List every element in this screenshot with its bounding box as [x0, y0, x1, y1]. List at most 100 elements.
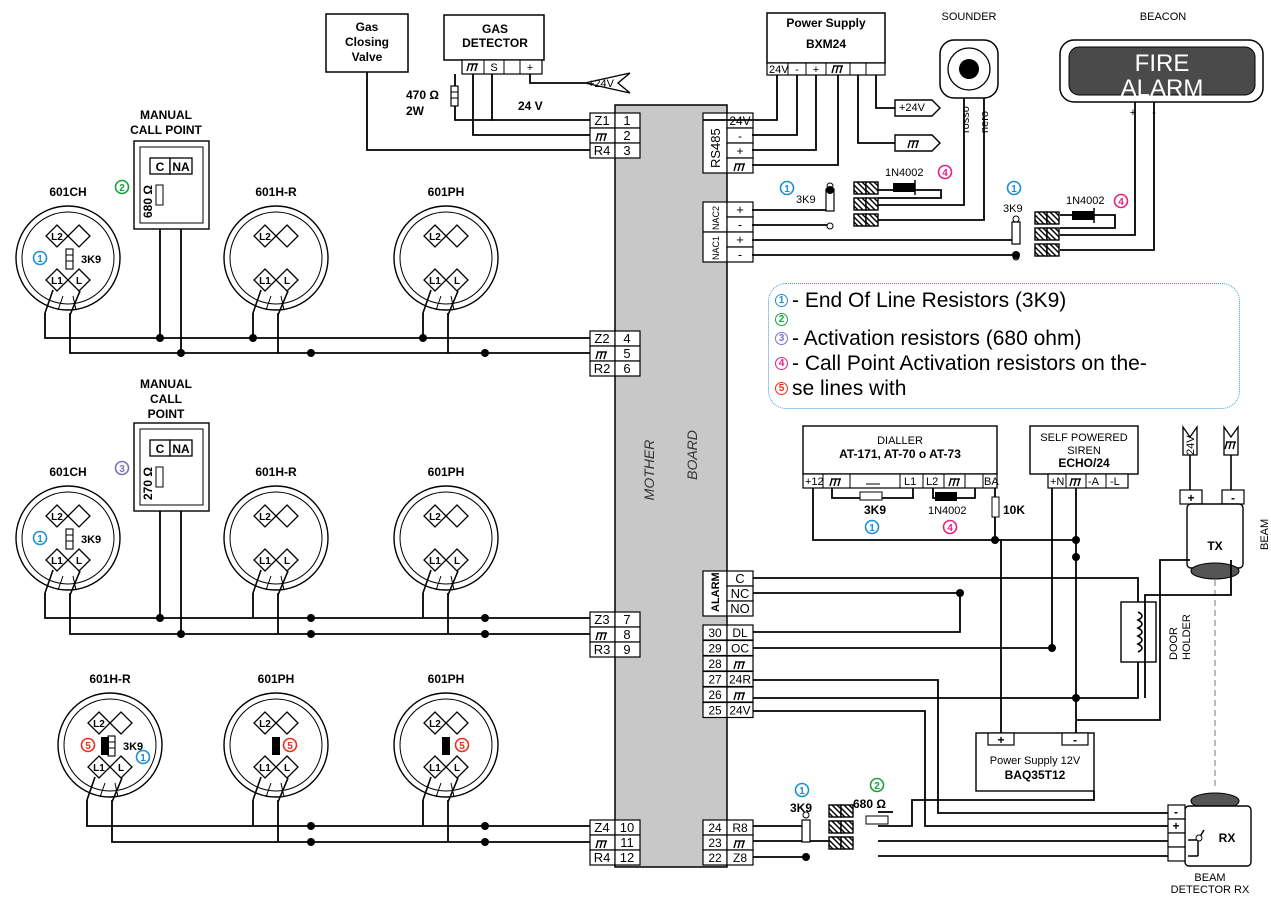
- legend-text: - Activation resistors (680 ohm): [792, 327, 1082, 350]
- svg-text:AT-171, AT-70 o AT-73: AT-171, AT-70 o AT-73: [839, 447, 961, 461]
- svg-text:L: L: [454, 276, 460, 287]
- svg-text:24V: 24V: [729, 114, 750, 128]
- legend-marker-2: 2: [775, 313, 788, 326]
- svg-text:+: +: [736, 232, 744, 247]
- marker-3: 3: [114, 460, 130, 476]
- svg-text:23: 23: [708, 836, 722, 850]
- svg-text:L: L: [454, 763, 460, 774]
- svg-text:3K9: 3K9: [81, 534, 101, 546]
- nac-terminal-3[interactable]: -: [726, 246, 754, 263]
- left-terminal-8[interactable]: 8: [589, 626, 641, 643]
- svg-text:1: 1: [623, 113, 630, 128]
- rs485-terminal-1[interactable]: -: [726, 127, 754, 144]
- svg-text:S: S: [490, 62, 497, 74]
- nac-terminal-1[interactable]: -: [726, 216, 754, 233]
- legend-marker-3: 3: [775, 332, 788, 345]
- svg-text:+: +: [813, 64, 819, 76]
- svg-text:29: 29: [708, 642, 722, 656]
- left-terminal-9[interactable]: R3 9: [589, 641, 641, 658]
- legend-text: se lines with: [792, 377, 907, 400]
- svg-text:ECHO/24: ECHO/24: [1058, 456, 1110, 470]
- svg-text:+12: +12: [805, 476, 824, 488]
- rs485-terminal-3[interactable]: [726, 157, 754, 174]
- svg-text:BA: BA: [984, 476, 999, 488]
- svg-text:-: -: [738, 247, 742, 262]
- marker-2: 2: [114, 179, 130, 195]
- terminal-26[interactable]: 26: [702, 686, 754, 703]
- svg-text:9: 9: [623, 642, 630, 657]
- svg-text:R3: R3: [594, 642, 611, 657]
- nac-terminal-2[interactable]: +: [726, 231, 754, 248]
- svg-text:2W: 2W: [406, 104, 425, 118]
- svg-text:601PH: 601PH: [428, 672, 465, 686]
- svg-text:601PH: 601PH: [428, 465, 465, 479]
- terminal-28[interactable]: 28: [702, 655, 754, 672]
- svg-text:NO: NO: [730, 601, 750, 616]
- svg-text:1N4002: 1N4002: [928, 505, 967, 517]
- svg-text:30: 30: [708, 626, 722, 640]
- svg-text:L1: L1: [904, 476, 916, 488]
- svg-text:-: -: [738, 217, 742, 232]
- nac-terminal-0[interactable]: +: [726, 201, 754, 218]
- left-terminal-2[interactable]: 2: [589, 127, 641, 144]
- svg-text:SIREN: SIREN: [1067, 445, 1101, 457]
- left-terminal-5[interactable]: 5: [589, 345, 641, 362]
- svg-text:Power Supply 12V: Power Supply 12V: [990, 755, 1081, 767]
- svg-text:1: 1: [869, 523, 875, 534]
- svg-text:L: L: [76, 276, 82, 287]
- terminal-29[interactable]: 29 OC: [702, 639, 754, 657]
- svg-text:7: 7: [623, 612, 630, 627]
- svg-text:1: 1: [1011, 184, 1017, 195]
- svg-text:601H-R: 601H-R: [255, 465, 297, 479]
- rs485-terminal-2[interactable]: +: [726, 142, 754, 159]
- svg-text:L2: L2: [93, 719, 105, 730]
- svg-text:601PH: 601PH: [258, 672, 295, 686]
- bottom-parts: 3K9 680 Ω: [790, 797, 889, 850]
- door-holder: DOOR HOLDER: [1120, 601, 1193, 663]
- legend-marker-1: 1: [775, 294, 788, 307]
- self-powered-siren: SELF POWERED SIREN ECHO/24 +N -A -L: [1029, 425, 1139, 489]
- svg-text:DETECTOR RX: DETECTOR RX: [1171, 884, 1250, 896]
- svg-text:2: 2: [119, 183, 125, 194]
- svg-text:Gas: Gas: [356, 20, 379, 34]
- svg-text:+: +: [1172, 819, 1179, 833]
- alarm-terminal-nc[interactable]: NC: [726, 585, 754, 602]
- left-terminal-11[interactable]: 11: [589, 834, 641, 851]
- svg-text:1N4002: 1N4002: [1066, 195, 1105, 207]
- legend-marker-5: 5: [775, 382, 788, 395]
- svg-text:+: +: [997, 733, 1004, 747]
- svg-text:rosso: rosso: [960, 106, 972, 133]
- svg-text:OC: OC: [731, 642, 749, 656]
- alarm-terminal-c[interactable]: C: [726, 570, 754, 587]
- rs485-block: RS485: [702, 112, 728, 174]
- svg-text:R8: R8: [732, 821, 748, 835]
- terminal-23[interactable]: 23: [702, 834, 754, 851]
- svg-text:BXM24: BXM24: [806, 37, 846, 51]
- alarm-terminal-no[interactable]: NO: [726, 600, 754, 617]
- svg-text:L: L: [284, 276, 290, 287]
- svg-text:L2: L2: [429, 719, 441, 730]
- svg-text:POINT: POINT: [148, 407, 185, 421]
- marker-4: 4: [937, 164, 953, 180]
- svg-text:3K9: 3K9: [123, 741, 143, 753]
